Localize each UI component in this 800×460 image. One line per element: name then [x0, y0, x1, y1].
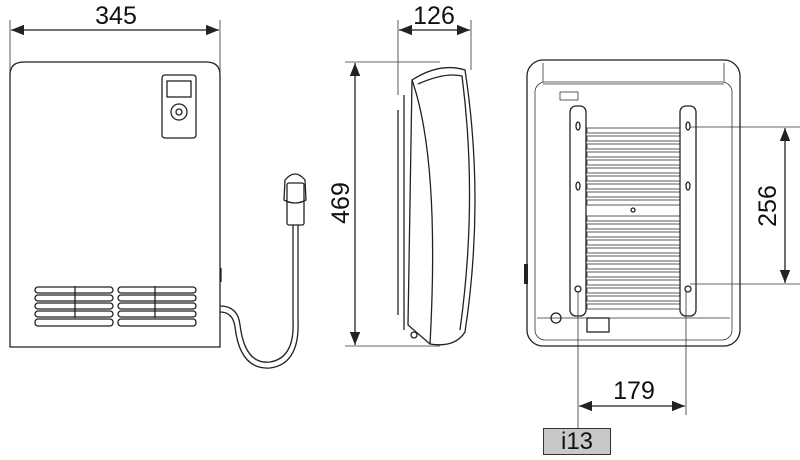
slat: [586, 151, 681, 158]
dimension-depth-label: 126: [413, 2, 455, 30]
slat: [586, 191, 681, 198]
slat: [586, 263, 681, 270]
slat: [586, 167, 681, 174]
control-panel: [161, 74, 197, 139]
slat: [586, 255, 681, 262]
slat: [586, 199, 681, 206]
slat: [586, 287, 681, 294]
figure-label: i13: [543, 428, 611, 455]
slat: [586, 215, 681, 222]
plug-icon: [286, 182, 305, 226]
slat: [586, 271, 681, 278]
dimension-width-label: 345: [95, 2, 137, 30]
side-view: [397, 66, 476, 346]
slat: [586, 127, 681, 134]
slat: [586, 231, 681, 238]
front-view: [9, 61, 307, 369]
dimension-height: 469: [327, 61, 440, 347]
slat: [586, 303, 681, 310]
dimension-vertical-spacing-label: 256: [754, 185, 782, 227]
slat: [586, 247, 681, 254]
back-view: [524, 59, 741, 347]
dimension-width: 345: [9, 2, 221, 95]
dimension-horizontal-spacing-label: 179: [613, 377, 655, 405]
air-grille: [34, 286, 197, 327]
slat: [586, 279, 681, 286]
power-cord: [219, 173, 307, 369]
mounting-rail-right: [679, 105, 697, 317]
slat: [586, 223, 681, 230]
mounting-rail-left: [569, 105, 587, 317]
slat: [586, 135, 681, 142]
heating-slats: [586, 127, 681, 310]
dimension-horizontal-spacing: 179: [577, 292, 687, 428]
dimension-vertical-spacing: 256: [690, 126, 800, 285]
dimension-depth: 126: [397, 2, 472, 95]
slat: [586, 143, 681, 150]
slat: [586, 239, 681, 246]
slat: [586, 295, 681, 302]
slat: [586, 183, 681, 190]
slat: [586, 175, 681, 182]
dimension-height-label: 469: [327, 182, 355, 224]
slat: [586, 159, 681, 166]
